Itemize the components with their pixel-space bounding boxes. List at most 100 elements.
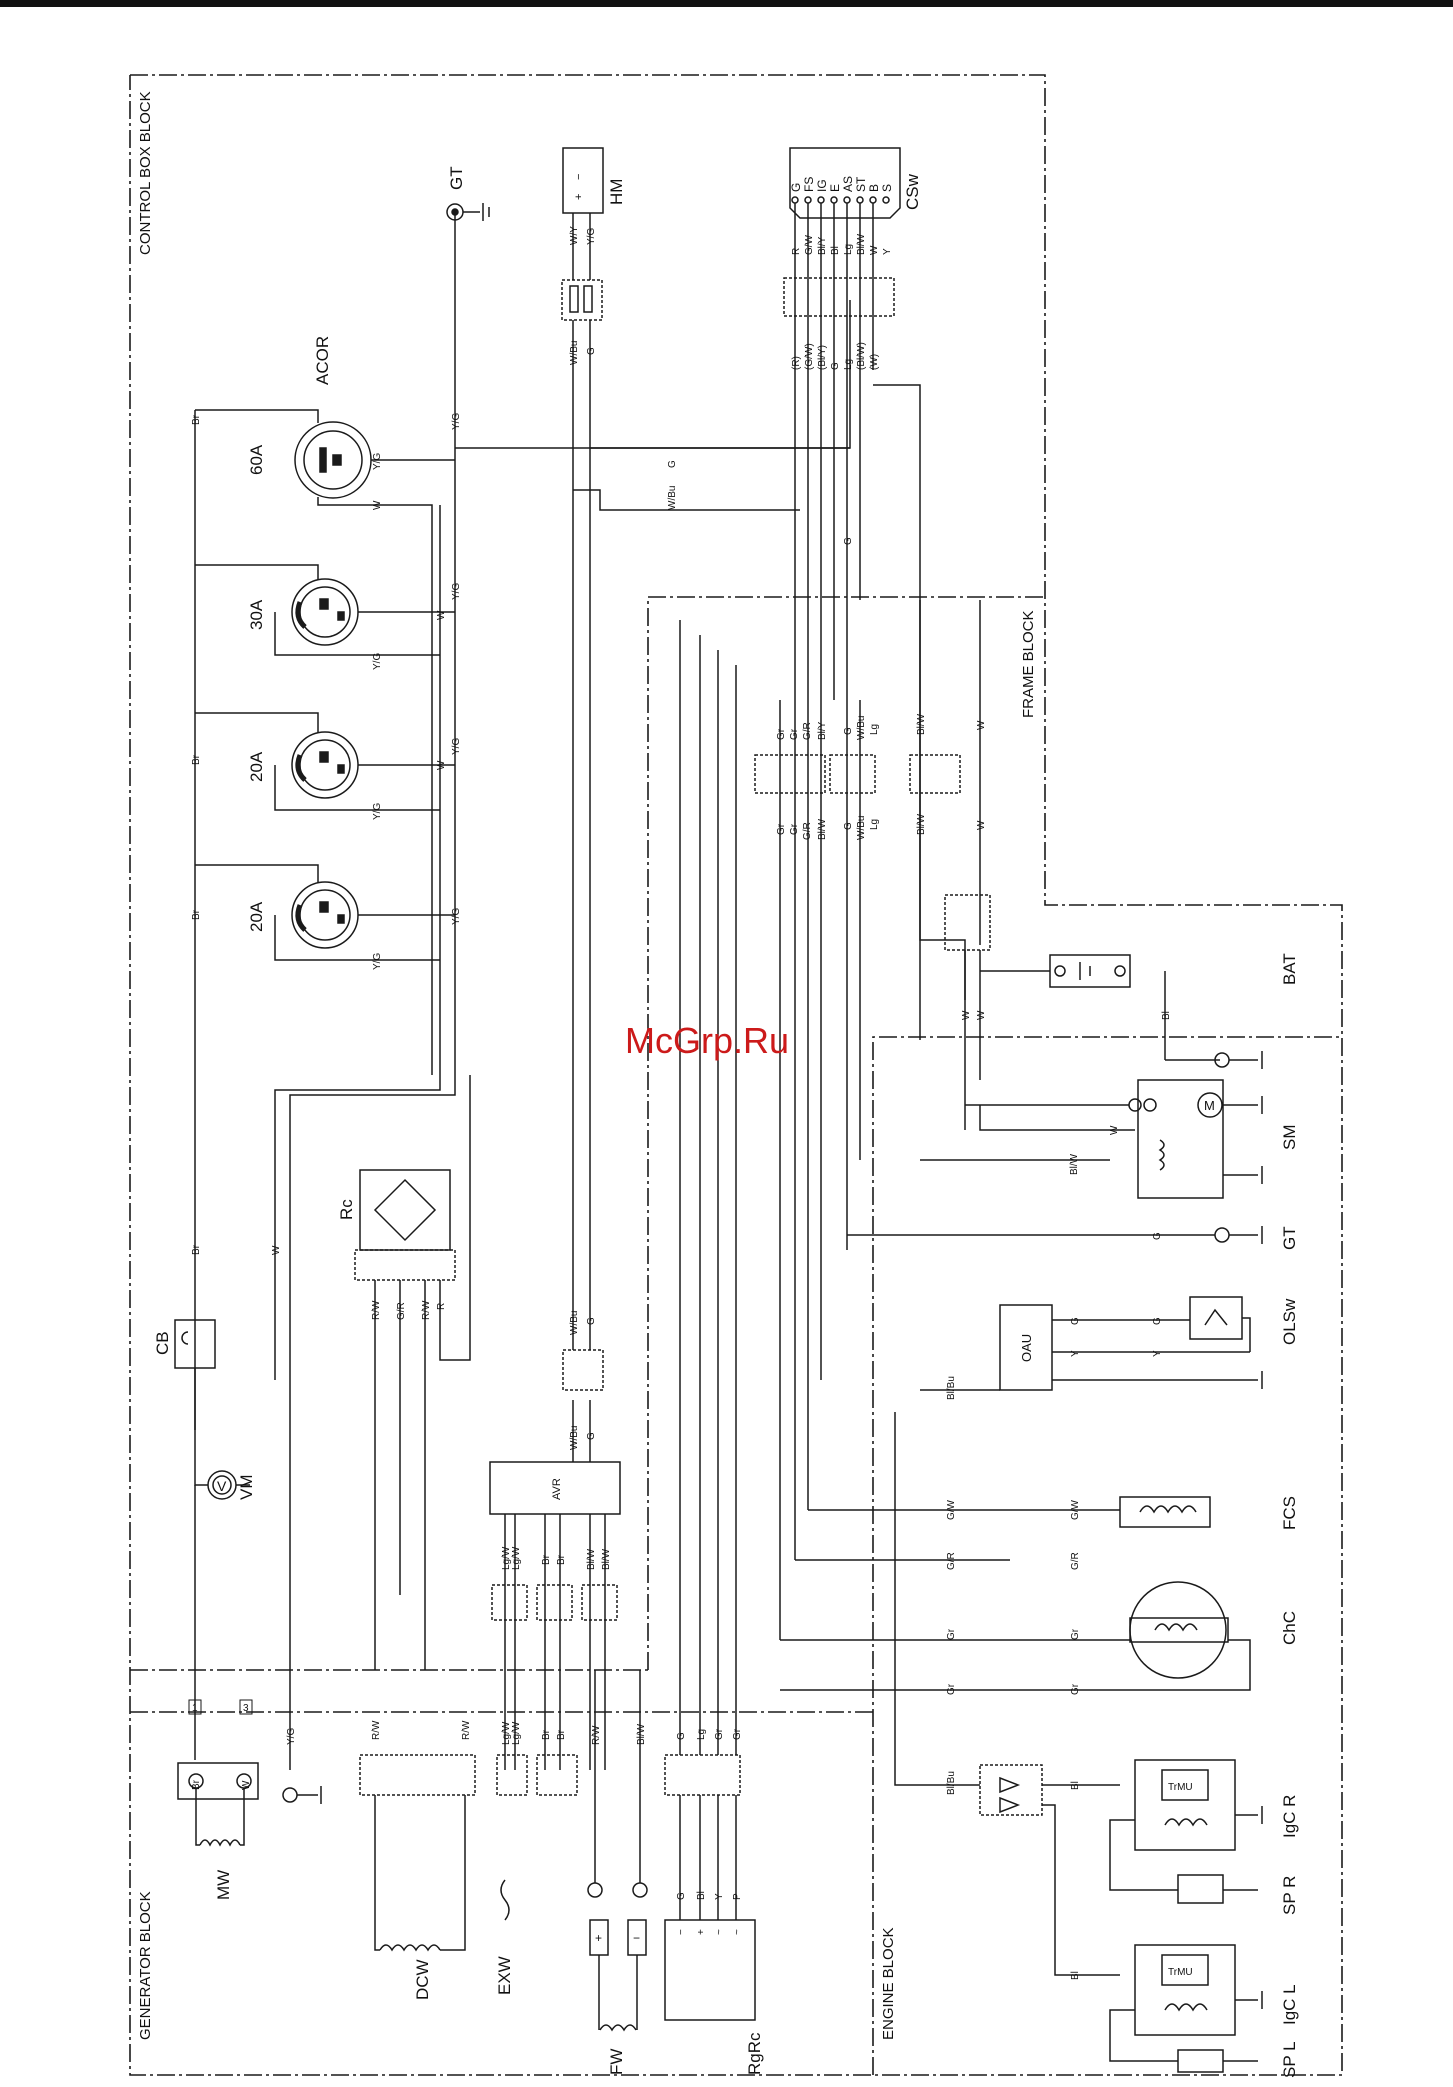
sm-symbol: M [1204,1098,1215,1113]
avr-label: AVR [551,1478,563,1500]
svg-text:AS: AS [841,176,855,192]
svg-text:−: − [573,174,585,180]
svg-text:W/Bu: W/Bu [569,1426,580,1450]
svg-text:Bl/W: Bl/W [586,1548,597,1570]
svg-text:P: P [732,1893,743,1900]
sp-l-label: SP L [1280,2041,1299,2078]
svg-text:Y/G: Y/G [372,803,383,820]
svg-text:Br: Br [556,1729,567,1740]
wire-color-labels: Br Br Br Br W Y/G W Y/G Y/G Y/G Y/G W W … [191,226,1172,1980]
svg-text:−: − [676,1929,687,1935]
svg-text:(R): (R) [791,356,802,370]
svg-text:IG: IG [815,179,829,192]
ignition-coil-right [1134,1759,1236,1851]
svg-text:G/R: G/R [946,1552,957,1570]
svg-text:Y/G: Y/G [451,413,462,430]
svg-text:G: G [843,537,854,545]
svg-text:G: G [1070,1317,1081,1325]
svg-text:W: W [241,1780,252,1790]
frame-connector-a [754,754,826,794]
starter-motor-box [1137,1079,1224,1199]
w-bus [274,505,441,1380]
svg-text:Br: Br [191,754,202,765]
outlet-20a-upper [274,731,455,811]
charge-coil [1129,1581,1227,1679]
svg-text:Bl: Bl [1070,1781,1081,1790]
rgrc-connector [664,1754,741,1796]
svg-text:Bl/W: Bl/W [856,233,867,255]
vm-label: VM [237,1475,256,1501]
gt-top-label: GT [447,166,466,190]
svg-text:G: G [586,347,597,355]
generator-block-label: GENERATOR BLOCK [137,1891,154,2040]
svg-text:(Bl/Y): (Bl/Y) [817,345,828,370]
svg-text:Y: Y [1152,1350,1163,1357]
control-box-boundary [129,74,1343,2076]
svg-text:Gr: Gr [1070,1683,1081,1695]
engine-block-label: ENGINE BLOCK [880,1927,897,2040]
svg-text:Br: Br [191,1779,202,1790]
svg-text:Gr: Gr [776,728,787,740]
avr-box [489,1461,621,1515]
svg-text:Lg: Lg [869,724,880,735]
csw-wire-color-labels: R G/W Bl/Y Bl Lg Bl/W W Y [791,233,893,255]
svg-text:G: G [586,1317,597,1325]
svg-text:Gr: Gr [946,1683,957,1695]
outlet-30a [274,578,455,656]
svg-text:+: + [573,194,585,200]
hour-meter-box [562,147,604,214]
svg-text:W/Bu: W/Bu [569,1311,580,1335]
svg-text:3: 3 [243,1703,249,1714]
svg-text:G: G [789,183,803,192]
bat-label: BAT [1280,953,1299,985]
frame-fuse-holder [944,894,991,951]
dcw-connector [359,1754,476,1796]
oil-level-switch-box [1189,1296,1243,1340]
amp-20b-label: 20A [247,901,266,932]
svg-text:Y/G: Y/G [451,908,462,925]
svg-text:Lg/W: Lg/W [501,1546,512,1570]
svg-text:Bl/W: Bl/W [601,1548,612,1570]
svg-text:G: G [676,1892,687,1900]
outlet-60a [294,421,455,1075]
svg-text:W/Bu: W/Bu [667,486,678,510]
igc-l-label: IgC L [1280,1984,1299,2025]
svg-text:R/W: R/W [591,1725,602,1745]
svg-text:G/R: G/R [396,1302,407,1320]
svg-text:Bl: Bl [830,246,841,255]
svg-text:W: W [976,820,987,830]
svg-text:W: W [1109,1125,1120,1135]
svg-text:Lg: Lg [843,244,854,255]
spark-plug-left [1177,2049,1224,2073]
main-winding-terminal-box [177,1762,259,1800]
svg-text:G: G [676,1732,687,1740]
svg-text:G/R: G/R [802,722,813,740]
svg-text:Y/G: Y/G [286,1728,297,1745]
page-top-border [0,0,1453,7]
regulator-rectifier [664,1919,756,2021]
fcs-label: FCS [1280,1496,1299,1530]
svg-text:Gr: Gr [732,1728,743,1740]
svg-text:R/W: R/W [421,1300,432,1320]
frame-connector-c [909,754,961,794]
svg-text:Bl/Bu: Bl/Bu [946,1771,957,1795]
svg-text:W: W [961,1010,972,1020]
rgrc-label: RgRc [745,2032,764,2075]
svg-text:Br: Br [541,1554,552,1565]
trmu-l-label: TrMU [1168,1967,1193,1978]
mw-label: MW [214,1870,233,1900]
svg-text:~: ~ [732,1929,743,1935]
olsw-label: OLSw [1280,1298,1299,1345]
svg-text:Y: Y [714,1893,725,1900]
svg-text:R/W: R/W [461,1720,472,1740]
watermark-text: McGrp.Ru [625,1020,790,1061]
svg-text:Lg/W: Lg/W [511,1721,522,1745]
block-boundaries [129,74,1343,2076]
fw-terminal-neg [632,1882,648,1898]
trmu-r-label: TrMU [1168,1782,1193,1793]
svg-text:Y/G: Y/G [586,228,597,245]
svg-text:E: E [828,184,842,192]
svg-text:W: W [271,1245,282,1255]
svg-text:G: G [830,362,841,370]
